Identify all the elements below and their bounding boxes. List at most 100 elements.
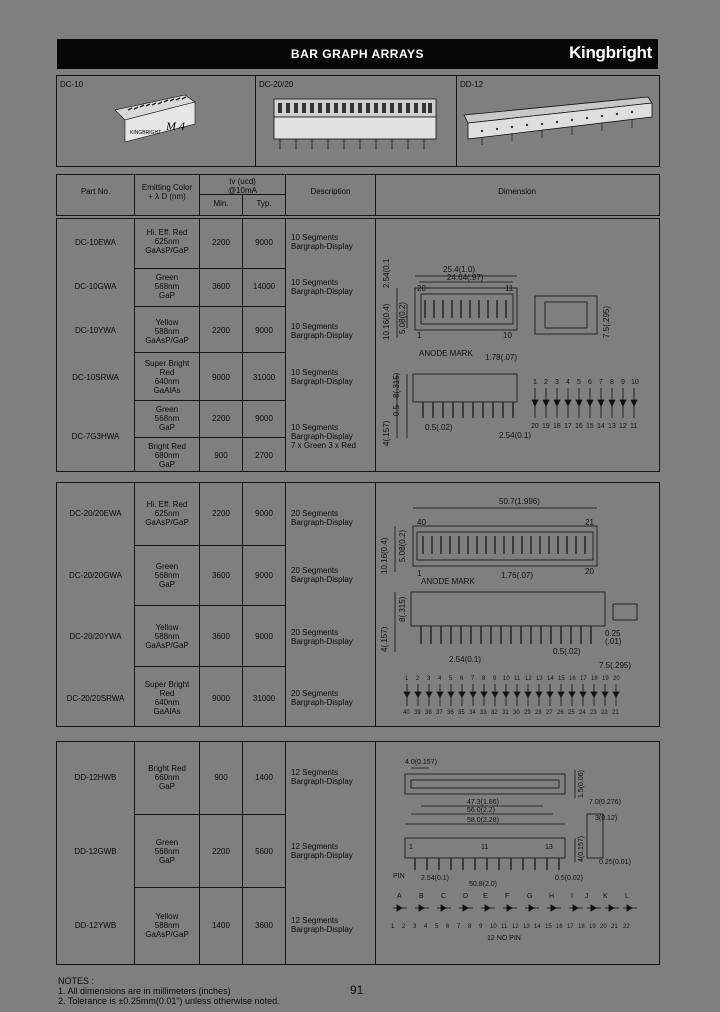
- table-cell-color: Green 568nm GaP: [154, 405, 180, 432]
- page-number: 91: [350, 983, 364, 997]
- svg-text:40: 40: [417, 518, 426, 527]
- svg-text:3(0.12): 3(0.12): [595, 815, 617, 822]
- table-cell-desc: 10 Segments Bargraph-Display: [291, 233, 353, 251]
- row-divider: [134, 268, 285, 269]
- photo-panel: [56, 75, 660, 167]
- svg-text:14: 14: [534, 924, 541, 930]
- svg-text:J: J: [585, 893, 589, 900]
- svg-text:1: 1: [417, 569, 422, 578]
- svg-text:17: 17: [564, 423, 572, 430]
- svg-text:17: 17: [567, 924, 574, 930]
- svg-text:4.0(0.157): 4.0(0.157): [405, 759, 437, 766]
- table-cell-min: 2200: [212, 847, 230, 856]
- svg-text:20: 20: [417, 284, 426, 293]
- svg-text:6: 6: [446, 924, 450, 930]
- svg-text:4: 4: [566, 379, 570, 386]
- table-cell-typ: 3600: [255, 921, 273, 930]
- photo-divider: [456, 75, 457, 167]
- svg-text:50.8(2.0): 50.8(2.0): [469, 881, 497, 888]
- table-header: [56, 174, 660, 216]
- table-cell-min: 9000: [212, 694, 230, 703]
- table-cell-min: 1400: [212, 921, 230, 930]
- svg-text:I: I: [571, 893, 573, 900]
- svg-text:9: 9: [493, 676, 497, 682]
- svg-text:26: 26: [557, 710, 564, 716]
- col-divider: [242, 194, 243, 215]
- table-cell-min: 2200: [212, 238, 230, 247]
- table-cell-typ: 31000: [252, 694, 276, 703]
- photo-label-dd12: DD-12: [460, 80, 484, 89]
- col-divider: [242, 218, 243, 472]
- svg-text:19: 19: [602, 676, 609, 682]
- svg-text:1.78(.07): 1.78(.07): [485, 353, 517, 362]
- table-cell-color: Hi. Eff. Red 625nm GaAsP/GaP: [145, 500, 189, 527]
- table-cell-min: 3600: [212, 632, 230, 641]
- svg-text:10: 10: [503, 676, 510, 682]
- svg-text:(.01): (.01): [605, 637, 622, 646]
- table-cell-min: 3600: [212, 282, 230, 291]
- svg-text:21: 21: [585, 518, 594, 527]
- svg-text:4(.157): 4(.157): [382, 420, 391, 446]
- page-title: BAR GRAPH ARRAYS: [290, 47, 425, 61]
- svg-text:10: 10: [490, 924, 497, 930]
- table-cell-color: Bright Red 660nm GaP: [148, 764, 186, 791]
- table-cell-part: DD-12HWB: [74, 773, 117, 782]
- dimension-drawing-dd12: 4.0(0.157) 47.3(1.86) 56.0(2.2) 58.0(2.2…: [391, 759, 637, 942]
- svg-text:2: 2: [402, 924, 406, 930]
- table-cell-desc: 12 Segments Bargraph-Display: [291, 842, 353, 860]
- svg-text:11: 11: [501, 924, 508, 930]
- table-cell-typ: 31000: [252, 373, 276, 382]
- group-dc2020: [56, 482, 660, 727]
- svg-text:6: 6: [588, 379, 592, 386]
- row-divider: [134, 545, 285, 546]
- group-dd12: [56, 741, 660, 965]
- col-divider: [134, 482, 135, 727]
- svg-text:8: 8: [610, 379, 614, 386]
- svg-text:0.25(0.01): 0.25(0.01): [599, 859, 631, 866]
- svg-text:H: H: [549, 893, 554, 900]
- svg-text:ANODE MARK: ANODE MARK: [421, 577, 475, 586]
- svg-text:0.5: 0.5: [392, 404, 401, 416]
- svg-text:10: 10: [503, 331, 512, 340]
- svg-text:10: 10: [631, 379, 639, 386]
- svg-text:E: E: [483, 893, 488, 900]
- svg-text:30: 30: [513, 710, 520, 716]
- svg-text:13: 13: [523, 924, 530, 930]
- col-divider: [285, 741, 286, 965]
- svg-text:L: L: [625, 893, 629, 900]
- table-cell-part: DD-12YWB: [74, 921, 117, 930]
- svg-text:28: 28: [535, 710, 542, 716]
- svg-text:A: A: [397, 893, 402, 900]
- table-cell-color: Yellow 588nm GaAsP/GaP: [145, 623, 189, 650]
- row-divider: [134, 352, 285, 353]
- row-divider: [134, 437, 285, 438]
- svg-text:8: 8: [482, 676, 486, 682]
- table-cell-desc: 10 Segments Bargraph-Display: [291, 322, 353, 340]
- note-2: 2. Tolerance is ±0.25mm(0.01") unless ot…: [58, 996, 280, 1006]
- svg-text:15: 15: [558, 676, 565, 682]
- svg-text:50.7(1.996): 50.7(1.996): [499, 497, 540, 506]
- table-cell-desc: 20 Segments Bargraph-Display: [291, 689, 353, 707]
- col-divider: [199, 174, 200, 216]
- table-cell-min: 900: [214, 773, 228, 782]
- svg-text:3: 3: [427, 676, 431, 682]
- svg-text:13: 13: [545, 844, 553, 851]
- col-divider: [285, 482, 286, 727]
- svg-text:ANODE MARK: ANODE MARK: [419, 349, 473, 358]
- th-typ: Typ.: [256, 199, 272, 208]
- svg-text:21: 21: [612, 710, 619, 716]
- dimension-drawing-dc2020: 50.7(1.996) 40 21 1 20 ANODE MARK 1.76(.…: [380, 497, 638, 716]
- svg-text:8: 8: [468, 924, 472, 930]
- svg-text:39: 39: [414, 710, 421, 716]
- svg-text:5.08(0.2): 5.08(0.2): [398, 302, 407, 334]
- svg-text:8(.315): 8(.315): [398, 596, 407, 622]
- svg-text:5: 5: [435, 924, 439, 930]
- svg-text:14: 14: [547, 676, 554, 682]
- svg-text:12: 12: [619, 423, 627, 430]
- svg-text:27: 27: [546, 710, 553, 716]
- table-cell-part: DC-10YWA: [74, 326, 117, 335]
- svg-text:K: K: [603, 893, 608, 900]
- svg-text:6: 6: [460, 676, 464, 682]
- svg-text:1: 1: [391, 924, 395, 930]
- table-cell-min: 9000: [212, 373, 230, 382]
